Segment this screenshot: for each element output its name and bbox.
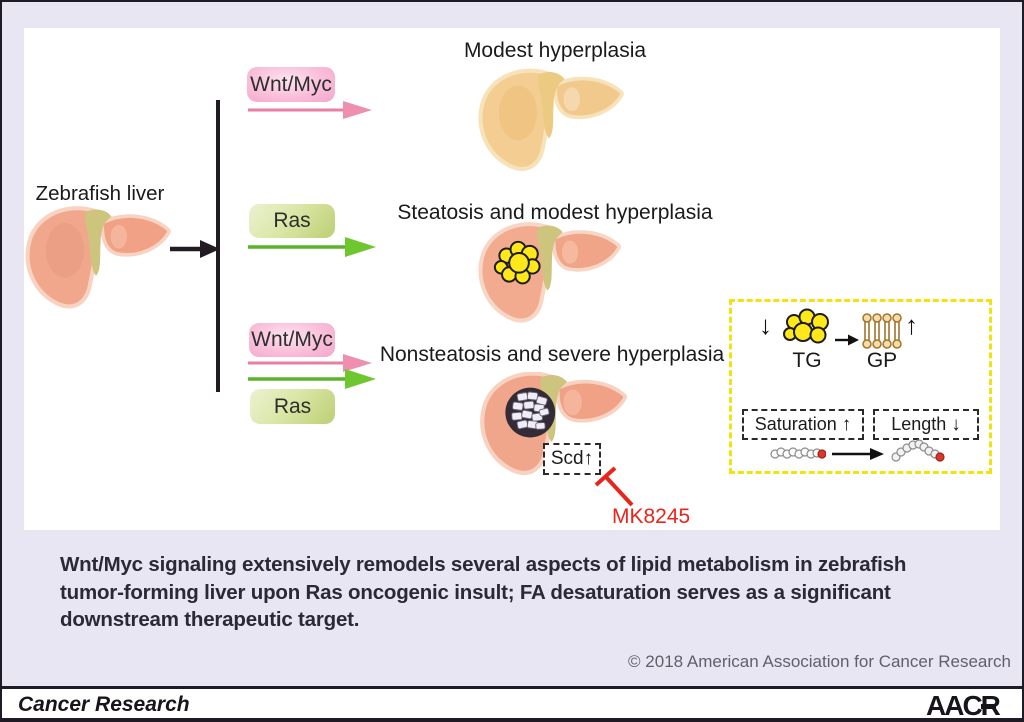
green-arrow-bottom-icon bbox=[248, 369, 376, 389]
inhibitor-label: MK8245 bbox=[612, 505, 691, 528]
scd-up-arrow-icon: ↑ bbox=[583, 448, 594, 469]
scd-target-box: Scd↑ bbox=[543, 443, 601, 475]
saturation-up-arrow-icon: ↑ bbox=[841, 413, 852, 435]
journal-footer: Cancer Research AACR bbox=[2, 686, 1022, 718]
tumor-cell-cluster-icon bbox=[505, 387, 556, 438]
source-arrow-icon bbox=[170, 240, 220, 258]
tg-label: TG bbox=[792, 349, 822, 372]
ras-pill-mid: Ras bbox=[249, 204, 335, 238]
outcome-modest-hyperplasia: Modest hyperplasia bbox=[463, 39, 647, 62]
saturation-label: Saturation bbox=[754, 414, 837, 434]
tg-down-arrow-icon: ↓ bbox=[759, 310, 772, 340]
length-label: Length bbox=[891, 414, 947, 434]
saturation-box: Saturation ↑ bbox=[742, 409, 864, 440]
inhibition-arrow-icon bbox=[594, 466, 634, 507]
severe-hyperplasia-liver-illustration bbox=[480, 372, 628, 475]
wnt-myc-pill-top: Wnt/Myc bbox=[247, 67, 335, 102]
gp-label: GP bbox=[866, 349, 898, 372]
length-down-arrow-icon: ↓ bbox=[951, 413, 961, 435]
wnt-myc-pill-bottom: Wnt/Myc bbox=[249, 323, 335, 357]
steatosis-liver-illustration bbox=[478, 222, 621, 323]
unsaturated-fatty-acid-icon bbox=[891, 439, 945, 462]
ras-pill-bottom-label: Ras bbox=[273, 394, 312, 418]
outcome-nonsteatosis: Nonsteatosis and severe hyperplasia bbox=[379, 343, 725, 366]
caption-line-2: tumor-forming liver upon Ras oncogenic i… bbox=[60, 580, 891, 604]
desaturation-arrow-icon bbox=[832, 448, 884, 460]
modest-hyperplasia-liver-illustration bbox=[478, 68, 624, 171]
aacr-logo-crossbar-icon bbox=[981, 704, 996, 709]
caption-line-3: downstream therapeutic target. bbox=[60, 608, 360, 631]
pink-arrow-bottom-icon bbox=[248, 354, 372, 372]
wnt-myc-pill-bottom-label: Wnt/Myc bbox=[251, 328, 333, 351]
wnt-myc-pill-top-label: Wnt/Myc bbox=[250, 72, 332, 96]
lipid-droplets-icon bbox=[493, 240, 541, 285]
zebrafish-liver-illustration bbox=[25, 206, 171, 309]
saturated-fatty-acid-icon bbox=[770, 447, 826, 459]
caption: Wnt/Myc signaling extensively remodels s… bbox=[60, 551, 906, 634]
source-label: Zebrafish liver bbox=[35, 182, 165, 205]
pink-arrow-top-icon bbox=[248, 101, 372, 119]
ras-pill-bottom: Ras bbox=[250, 389, 335, 424]
lipid-remodeling-inset bbox=[729, 299, 992, 474]
outcome-steatosis: Steatosis and modest hyperplasia bbox=[397, 201, 713, 224]
ras-pill-mid-label: Ras bbox=[273, 209, 311, 232]
gp-bilayer-icon bbox=[862, 313, 902, 349]
aacr-logo: AACR bbox=[926, 690, 1012, 718]
green-arrow-mid-icon bbox=[248, 237, 376, 257]
tg-droplets-icon bbox=[783, 308, 829, 344]
scd-label: Scd bbox=[550, 448, 584, 469]
journal-name: Cancer Research bbox=[18, 693, 190, 716]
copyright-notice: © 2018 American Association for Cancer R… bbox=[628, 652, 1011, 671]
length-box: Length ↓ bbox=[873, 409, 979, 440]
gp-up-arrow-icon: ↑ bbox=[905, 310, 918, 340]
tg-to-gp-arrow-icon bbox=[835, 334, 859, 346]
branch-line bbox=[216, 100, 220, 392]
caption-line-1: Wnt/Myc signaling extensively remodels s… bbox=[60, 553, 907, 576]
